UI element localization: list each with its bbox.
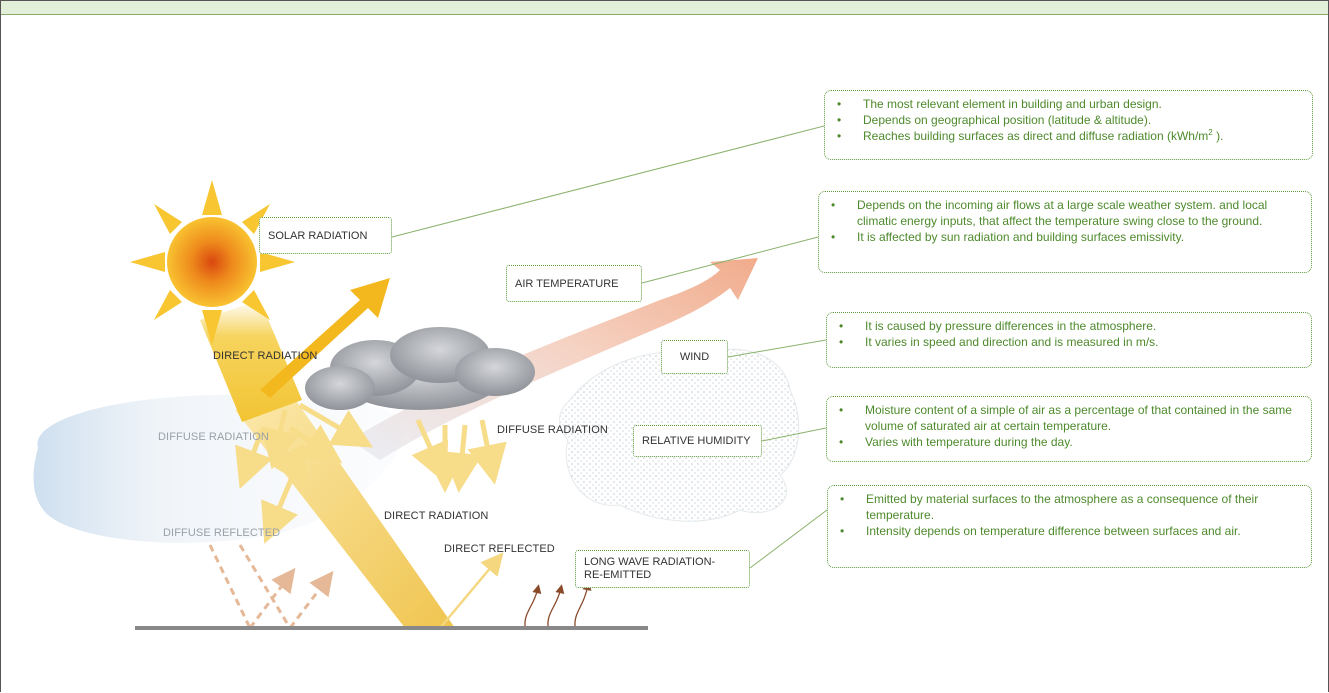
- long-wave-info-item: Intensity depends on temperature differe…: [840, 523, 1301, 539]
- long-wave-arrows: [524, 581, 592, 627]
- air-temperature-info-box: Depends on the incoming air flows at a l…: [818, 191, 1312, 273]
- label-direct-radiation-lower: DIRECT RADIATION: [384, 510, 489, 522]
- cloud-icon: [305, 327, 535, 410]
- wind-info-item: It is caused by pressure differences in …: [839, 318, 1301, 334]
- label-direct-radiation-upper: DIRECT RADIATION: [213, 350, 318, 362]
- solar-info-item: Reaches building surfaces as direct and …: [837, 128, 1302, 144]
- solar-info-last-tail: ).: [1212, 129, 1224, 143]
- long-wave-text-line1: LONG WAVE RADIATION-: [584, 556, 716, 568]
- relative-humidity-label: RELATIVE HUMIDITY: [633, 425, 762, 457]
- solar-info-item: The most relevant element in building an…: [837, 96, 1302, 112]
- air-temperature-text: AIR TEMPERATURE: [515, 277, 619, 290]
- wind-text: WIND: [679, 351, 710, 363]
- wind-label: WIND: [661, 340, 728, 374]
- solar-info-last-text: Reaches building surfaces as direct and …: [863, 129, 1209, 143]
- label-diffuse-radiation-center: DIFFUSE RADIATION: [497, 424, 608, 436]
- sun-icon: [130, 180, 295, 345]
- solar-info-item: Depends on geographical position (latitu…: [837, 112, 1302, 128]
- direct-up-arrow: [260, 278, 390, 398]
- label-diffuse-radiation-left: DIFFUSE RADIATION: [158, 431, 269, 443]
- diffuse-arrows-beam: [235, 402, 373, 544]
- wind-info-item: It varies in speed and direction and is …: [839, 334, 1301, 350]
- solar-radiation-text: SOLAR RADIATION: [268, 229, 368, 242]
- connector-lines: [391, 125, 828, 569]
- air-temperature-info-item: Depends on the incoming air flows at a l…: [831, 197, 1301, 229]
- air-temperature-label: AIR TEMPERATURE: [506, 265, 642, 302]
- long-wave-label: LONG WAVE RADIATION- RE-EMITTED: [575, 550, 750, 588]
- air-temperature-info-item: It is affected by sun radiation and buil…: [831, 229, 1301, 245]
- humidity-info-item: Moisture content of a simple of air as a…: [839, 402, 1301, 434]
- solar-radiation-label: SOLAR RADIATION: [259, 217, 392, 254]
- direct-reflected-line: [439, 552, 504, 629]
- warm-air-flow: [350, 258, 758, 460]
- long-wave-info-item: Emitted by material surfaces to the atmo…: [840, 491, 1301, 523]
- solar-info-sup: 2: [1208, 128, 1213, 137]
- humidity-info-item: Varies with temperature during the day.: [839, 434, 1301, 450]
- long-wave-text-line2: RE-EMITTED: [584, 569, 652, 581]
- diffuse-reflected-arrows: [208, 544, 334, 629]
- long-wave-info-box: Emitted by material surfaces to the atmo…: [827, 485, 1312, 568]
- solar-info-box: The most relevant element in building an…: [824, 90, 1313, 160]
- relative-humidity-text: RELATIVE HUMIDITY: [642, 435, 751, 447]
- label-direct-reflected: DIRECT REFLECTED: [444, 543, 555, 555]
- diffuse-arrows-cloud: [411, 418, 507, 493]
- humidity-info-box: Moisture content of a simple of air as a…: [826, 396, 1312, 462]
- label-diffuse-reflected: DIFFUSE REFLECTED: [163, 527, 281, 539]
- wind-info-box: It is caused by pressure differences in …: [826, 312, 1312, 368]
